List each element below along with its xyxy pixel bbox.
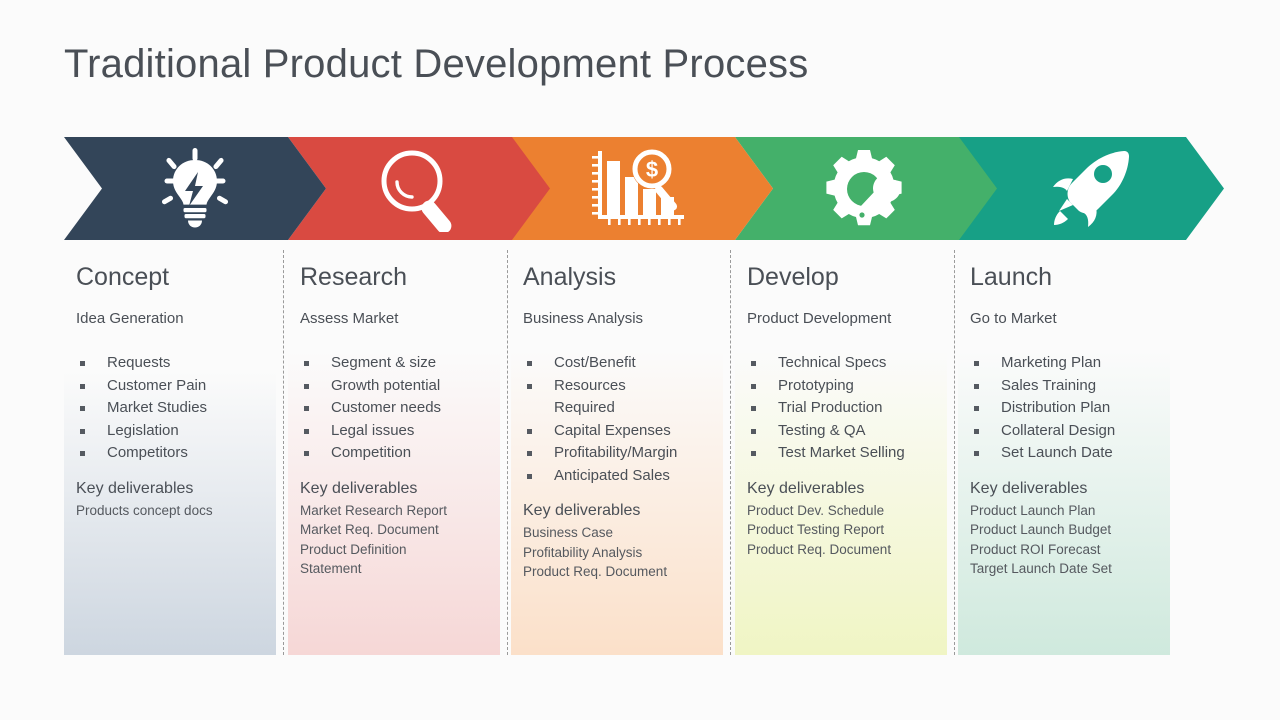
deliverable-line: Product Req. Document xyxy=(747,541,892,557)
stage-panel-background xyxy=(735,250,947,655)
list-item: Required xyxy=(554,399,615,416)
deliverable-line: Products concept docs xyxy=(76,502,213,518)
deliverable-line: Market Research Report xyxy=(300,502,448,518)
list-item: Legislation xyxy=(76,420,276,443)
list-item: Marketing Plan xyxy=(970,352,1170,375)
key-deliverables-title: Key deliverables xyxy=(523,502,641,519)
stage-subtitle: Business Analysis xyxy=(523,310,644,327)
chevron-stage-launch[interactable] xyxy=(958,137,1224,240)
list-item: Cost/Benefit xyxy=(523,352,723,375)
deliverable-line: Product Req. Document xyxy=(523,564,668,579)
list-item: Legal issues xyxy=(300,420,500,443)
stage-panel-background xyxy=(958,250,1170,655)
svg-text:$: $ xyxy=(646,157,658,182)
list-item: Anticipated Sales xyxy=(523,465,723,488)
chevron-stage-develop[interactable] xyxy=(735,137,997,240)
key-deliverables-title: Key deliverables xyxy=(300,479,418,497)
column-divider xyxy=(283,250,284,655)
chevron-stage-research[interactable] xyxy=(288,137,550,240)
stage-title: Launch xyxy=(970,263,1053,291)
list-item: Growth potential xyxy=(300,375,500,398)
deliverable-line: Product Launch Plan xyxy=(970,502,1096,518)
list-item: Competition xyxy=(300,442,500,465)
stage-panel-background xyxy=(288,250,500,655)
deliverable-line: Product Dev. Schedule xyxy=(747,502,885,518)
list-item: Collateral Design xyxy=(970,420,1170,443)
key-deliverables-title: Key deliverables xyxy=(76,479,194,497)
stage-title: Develop xyxy=(747,263,839,291)
column-divider xyxy=(730,250,731,655)
list-item: Customer needs xyxy=(300,397,500,420)
lightbulb-icon xyxy=(161,147,229,227)
stage-panel-background xyxy=(511,250,723,655)
list-item: Requests xyxy=(76,352,276,375)
list-item: Market Studies xyxy=(76,397,276,420)
stage-title: Concept xyxy=(76,263,170,291)
list-item: Segment & size xyxy=(300,352,500,375)
gear-wrench-icon xyxy=(826,149,902,225)
stage-subtitle: Product Development xyxy=(747,310,892,327)
deliverable-line: Product Testing Report xyxy=(747,522,885,537)
stage-subtitle: Assess Market xyxy=(300,310,399,327)
key-deliverables-title: Key deliverables xyxy=(970,479,1088,497)
list-item: Trial Production xyxy=(747,397,947,420)
chevron-stage-analysis[interactable]: $ xyxy=(511,137,773,240)
deliverable-line: Statement xyxy=(300,561,362,576)
deliverable-line: Product ROI Forecast xyxy=(970,541,1101,557)
list-item: Prototyping xyxy=(747,375,947,398)
stage-panel-background xyxy=(64,250,276,655)
list-item: Sales Training xyxy=(970,375,1170,398)
process-chevron-banner: $ xyxy=(64,137,1224,240)
list-item: Capital Expenses xyxy=(523,420,723,443)
key-deliverables-title: Key deliverables xyxy=(747,479,865,497)
rocket-icon xyxy=(1053,150,1130,227)
list-item: Testing & QA xyxy=(747,420,947,443)
list-item: Profitability/Margin xyxy=(523,442,723,465)
deliverable-line: Market Req. Document xyxy=(300,522,439,537)
stage-subtitle: Go to Market xyxy=(970,310,1057,327)
deliverable-line: Target Launch Date Set xyxy=(970,561,1112,576)
deliverable-line: Product Definition xyxy=(300,541,407,557)
magnifier-icon xyxy=(381,150,452,232)
list-item: Resources xyxy=(523,375,723,398)
deliverable-line: Profitability Analysis xyxy=(523,544,643,560)
page-title: Traditional Product Development Process xyxy=(64,42,809,86)
list-item: Set Launch Date xyxy=(970,442,1170,465)
chevron-stage-concept[interactable] xyxy=(64,137,326,240)
list-item: Distribution Plan xyxy=(970,397,1170,420)
deliverable-line: Business Case xyxy=(523,525,614,540)
stage-subtitle: Idea Generation xyxy=(76,310,184,327)
list-item: Test Market Selling xyxy=(747,442,947,465)
stage-title: Research xyxy=(300,263,407,291)
list-item: Customer Pain xyxy=(76,375,276,398)
list-item: Competitors xyxy=(76,442,276,465)
bar-chart-dollar-magnifier-icon: $ xyxy=(592,148,684,225)
stage-title: Analysis xyxy=(523,263,617,291)
column-divider xyxy=(954,250,955,655)
deliverable-line: Product Launch Budget xyxy=(970,522,1112,537)
column-divider xyxy=(507,250,508,655)
list-item: Technical Specs xyxy=(747,352,947,375)
